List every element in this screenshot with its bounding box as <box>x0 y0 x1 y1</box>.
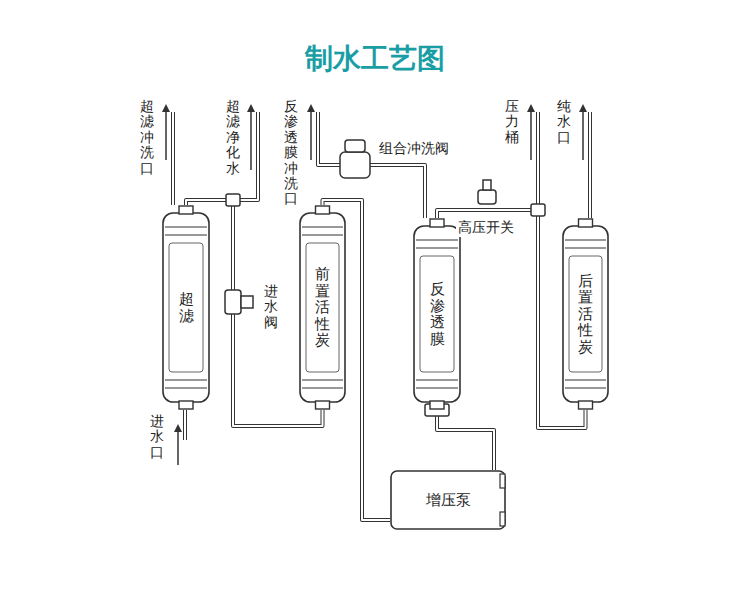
cartridge-cap <box>179 401 193 409</box>
cartridge-cap <box>579 401 593 409</box>
cartridge-band <box>302 388 343 389</box>
cartridge-band <box>416 240 458 241</box>
inlet-valve <box>225 290 241 314</box>
cartridge-label-area <box>569 256 602 372</box>
cartridge-band <box>165 235 207 236</box>
cartridge-band <box>165 388 207 389</box>
cartridge-label-area <box>420 256 454 372</box>
port-label: 压力桶 <box>505 98 519 146</box>
cartridge-cap <box>579 219 593 227</box>
pipe-outline <box>437 410 494 470</box>
filter-cartridge: 前置活性炭 <box>299 205 346 410</box>
cartridge-band <box>302 380 343 381</box>
cartridge-label-area <box>169 243 203 372</box>
cartridge-band <box>416 248 458 249</box>
cartridge-cap <box>316 206 330 214</box>
port-label: 反渗透膜冲洗口 <box>284 98 298 208</box>
cartridge-cap <box>430 219 444 227</box>
pump-port <box>500 512 505 526</box>
cartridge-body <box>563 226 608 402</box>
cartridge-body <box>300 213 345 402</box>
high-pressure-switch <box>478 190 496 204</box>
diagram-title: 制水工艺图 <box>0 40 750 78</box>
pump-body <box>391 471 505 529</box>
cartridge-band <box>565 248 606 249</box>
port-label: 进水阀 <box>264 283 278 331</box>
cartridge-cap <box>430 401 444 409</box>
node-label: 后置活性炭 <box>578 273 593 356</box>
pipe-inner <box>437 410 494 470</box>
pump-box: 增压泵 <box>390 470 506 530</box>
cartridge-band <box>565 380 606 381</box>
port-label: 纯水口 <box>557 98 571 146</box>
node-label: 超滤 <box>179 291 194 324</box>
cartridge-cap <box>179 206 193 214</box>
cartridge-band <box>416 380 458 381</box>
cartridge-band <box>302 235 343 236</box>
cartridge-band <box>165 380 207 381</box>
pump-port <box>500 474 505 488</box>
pipe-connector <box>437 410 494 470</box>
node-label: 增压泵 <box>426 491 471 510</box>
port-label: 进水口 <box>150 413 164 461</box>
cartridge-band <box>416 388 458 389</box>
port-label: 超滤净化水 <box>226 98 240 177</box>
node-label: 反渗透膜 <box>430 281 445 347</box>
cartridge-band <box>565 388 606 389</box>
fittings <box>225 140 545 416</box>
port-label: 高压开关 <box>456 219 516 237</box>
cartridge-band <box>165 227 207 228</box>
node-label: 前置活性炭 <box>315 266 330 349</box>
filter-cartridge: 后置活性炭 <box>562 218 609 410</box>
cartridge-band <box>565 240 606 241</box>
cartridge-band <box>302 227 343 228</box>
cartridge-cap <box>316 401 330 409</box>
filter-cartridge: 超滤 <box>162 205 210 410</box>
flush-valve <box>340 152 370 178</box>
filter-cartridge: 反渗透膜 <box>413 218 461 410</box>
port-label: 超滤冲洗口 <box>140 98 154 177</box>
port-label: 组合冲洗阀 <box>377 140 451 158</box>
cartridge-body <box>414 226 460 402</box>
cartridge-label-area <box>306 243 339 372</box>
cartridge-body <box>163 213 209 402</box>
